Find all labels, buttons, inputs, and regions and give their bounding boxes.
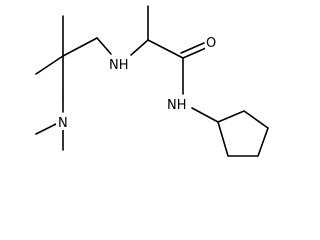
bond-carbonyl-double-2 <box>180 42 205 54</box>
bonds <box>35 5 269 157</box>
amide-nh-bg <box>166 96 190 112</box>
amine-nh-label: NH <box>109 58 129 73</box>
bond-carbonyl-double-1 <box>182 47 207 59</box>
amide-nh-label: NH <box>167 98 187 113</box>
amine-nh-bg <box>108 56 132 72</box>
bond-qc-methyl-left <box>35 55 64 75</box>
bond-alpha-carbonyl <box>147 39 184 59</box>
carbonyl-o-bg <box>205 33 219 49</box>
bond-qc-ch2-right <box>62 37 98 57</box>
bond-nh-cyclopentyl <box>191 107 219 123</box>
bond-ch2-nh <box>96 37 112 55</box>
cyclopentane-ring <box>217 110 269 157</box>
dimethylamino-n-label: N <box>58 116 68 131</box>
dimethylamino-n-bg <box>56 114 70 130</box>
chemical-structure-diagram: NH O NH N <box>35 5 269 157</box>
atom-labels: NH O NH N <box>56 33 219 131</box>
bond-n-methyl-left <box>35 123 57 135</box>
bond-nh-alpha <box>130 39 149 56</box>
carbonyl-o-label: O <box>206 36 216 51</box>
